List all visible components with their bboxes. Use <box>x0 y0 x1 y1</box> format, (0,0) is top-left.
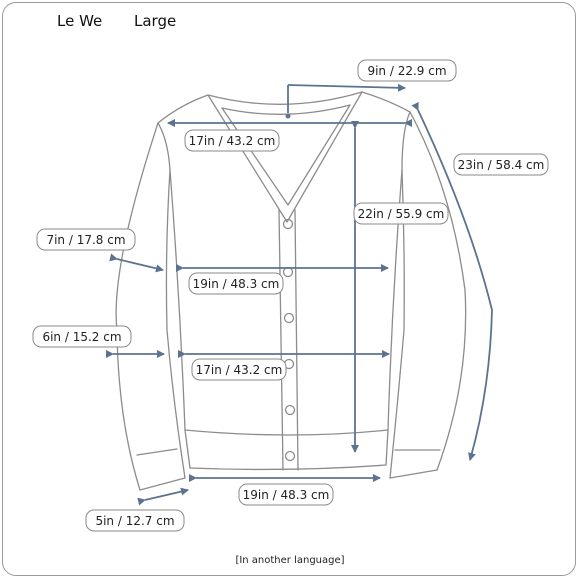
left-cuff-bottom <box>139 477 186 491</box>
hem-band-bottom <box>189 464 387 471</box>
collar-back <box>207 91 363 105</box>
svg-text:23in / 58.4 cm: 23in / 58.4 cm <box>458 158 545 172</box>
left-sleeve-inner <box>157 122 186 479</box>
brand-label: Le We <box>57 12 103 30</box>
svg-text:17in / 43.2 cm: 17in / 43.2 cm <box>196 363 283 377</box>
placket-left <box>278 209 284 471</box>
svg-text:19in / 48.3 cm: 19in / 48.3 cm <box>193 277 280 291</box>
left-sleeve-outer <box>115 122 159 491</box>
v-neck-outer <box>207 91 363 223</box>
label-forearm: 6in / 15.2 cm <box>32 325 132 348</box>
label-shoulder: 9in / 22.9 cm <box>357 59 457 82</box>
armhole-arrow <box>109 253 164 273</box>
svg-text:19in / 48.3 cm: 19in / 48.3 cm <box>243 488 330 502</box>
label-waist: 17in / 43.2 cm <box>191 358 287 381</box>
label-sleeve: 23in / 58.4 cm <box>453 153 549 176</box>
label-cuff: 5in / 12.7 cm <box>85 509 185 532</box>
left-cuff-top <box>136 448 178 456</box>
svg-text:6in / 15.2 cm: 6in / 15.2 cm <box>42 330 121 344</box>
right-sleeve-inner <box>389 111 411 479</box>
button <box>283 312 295 324</box>
size-label: Large <box>134 12 177 30</box>
left-body-side <box>169 169 186 431</box>
right-cuff-bottom <box>389 469 438 479</box>
label-chest: 19in / 48.3 cm <box>188 272 284 295</box>
v-neck-inner <box>221 104 351 206</box>
sleeve-arrow <box>411 101 493 461</box>
svg-text:22in / 55.9 cm: 22in / 55.9 cm <box>358 207 445 221</box>
label-chest-top: 17in / 43.2 cm <box>184 129 280 152</box>
svg-text:17in / 43.2 cm: 17in / 43.2 cm <box>189 134 276 148</box>
button <box>284 404 296 416</box>
label-armhole: 7in / 17.8 cm <box>36 228 136 251</box>
left-shoulder <box>157 94 209 124</box>
image-frame <box>2 2 576 576</box>
collar-inner <box>221 104 351 115</box>
label-hem: 19in / 48.3 cm <box>238 483 334 506</box>
svg-text:7in / 17.8 cm: 7in / 17.8 cm <box>46 233 125 247</box>
svg-text:5in / 12.7 cm: 5in / 12.7 cm <box>95 514 174 528</box>
measurement-arrows <box>106 83 493 506</box>
button <box>282 218 294 230</box>
placket-right <box>294 209 299 471</box>
cardigan-outline <box>115 91 467 491</box>
label-length: 22in / 55.9 cm <box>353 202 449 225</box>
footer-note: [In another language] <box>235 555 345 566</box>
hem-band-top <box>184 429 389 436</box>
right-shoulder <box>361 91 411 113</box>
svg-text:9in / 22.9 cm: 9in / 22.9 cm <box>367 64 446 78</box>
button <box>284 450 296 462</box>
cuff-arrow <box>137 487 189 506</box>
shoulder-arrow <box>287 83 406 92</box>
